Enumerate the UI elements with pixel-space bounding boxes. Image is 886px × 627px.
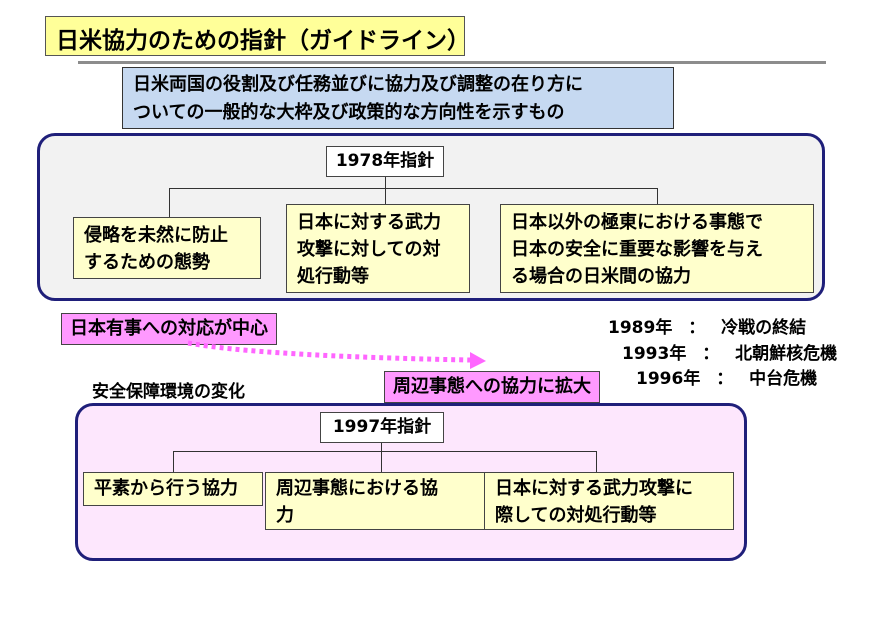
item-1978-far-east-cooperation: 日本以外の極東における事態で 日本の安全に重要な影響を与え る場合の日米間の協力 (500, 204, 814, 293)
connector-1978-bar (169, 188, 657, 189)
item-line: 力 (276, 505, 294, 526)
title-divider (78, 61, 826, 64)
event-separator: ： (688, 318, 706, 338)
event-name: 中台危機 (749, 369, 818, 389)
item-1997-peacetime-cooperation: 平素から行う協力 (83, 472, 263, 506)
connector-1978-stem (385, 177, 386, 189)
item-line: 周辺事態における協 (276, 478, 438, 499)
connector-1978-mid (385, 188, 386, 204)
item-line: 平素から行う協力 (94, 478, 238, 499)
item-line: 日本以外の極東における事態で (511, 212, 763, 233)
event-year: 1993年 (622, 344, 687, 364)
page-title: 日米協力のための指針（ガイドライン） (45, 16, 470, 56)
connector-1978-left (169, 188, 170, 218)
event-year: 1989年 (608, 318, 673, 338)
focus-label: 日本有事への対応が中心 (61, 313, 277, 345)
connector-1997-right (596, 451, 597, 473)
item-1997-surrounding-situations: 周辺事態における協 力 (265, 472, 485, 530)
event-row: 1989年 ： 冷戦の終結 (608, 313, 806, 338)
item-line: る場合の日米間の協力 (511, 266, 691, 287)
connector-1978-right (657, 188, 658, 204)
item-line: 際しての対処行動等 (495, 505, 657, 526)
expanded-label: 周辺事態への協力に拡大 (384, 371, 600, 403)
event-row: 1996年 ： 中台危機 (636, 364, 817, 389)
definition-line-2: ついての一般的な大枠及び政策的な方向性を示すもの (133, 102, 565, 123)
item-line: 日本に対する武力攻撃に (495, 478, 693, 499)
item-line: 侵略を未然に防止 (84, 225, 228, 246)
heading-1978: 1978年指針 (326, 146, 444, 177)
item-line: 処行動等 (297, 266, 369, 287)
event-separator: ： (702, 344, 720, 364)
connector-1997-stem (381, 443, 382, 452)
event-year: 1996年 (636, 369, 701, 389)
item-line: 日本に対する武力 (297, 212, 441, 233)
event-name: 北朝鮮核危機 (735, 344, 838, 364)
item-1978-armed-attack-response: 日本に対する武力 攻撃に対しての対 処行動等 (286, 204, 470, 293)
event-separator: ： (716, 369, 734, 389)
connector-1997-mid (381, 451, 382, 473)
item-line: 日本の安全に重要な影響を与え (511, 239, 763, 260)
event-name: 冷戦の終結 (721, 318, 807, 338)
connector-1997-bar (173, 451, 596, 452)
item-1997-armed-attack-response: 日本に対する武力攻撃に 際しての対処行動等 (484, 472, 734, 530)
event-row: 1993年 ： 北朝鮮核危機 (622, 339, 837, 364)
connector-1997-left (173, 451, 174, 473)
guideline-definition: 日米両国の役割及び任務並びに協力及び調整の在り方に ついての一般的な大枠及び政策… (122, 67, 674, 129)
security-change-label: 安全保障環境の変化 (92, 382, 245, 402)
definition-line-1: 日米両国の役割及び任務並びに協力及び調整の在り方に (133, 74, 583, 95)
item-line: するための態勢 (84, 252, 210, 273)
item-line: 攻撃に対しての対 (297, 239, 441, 260)
item-1978-deterrence: 侵略を未然に防止 するための態勢 (73, 217, 261, 279)
heading-1997: 1997年指針 (320, 412, 444, 443)
